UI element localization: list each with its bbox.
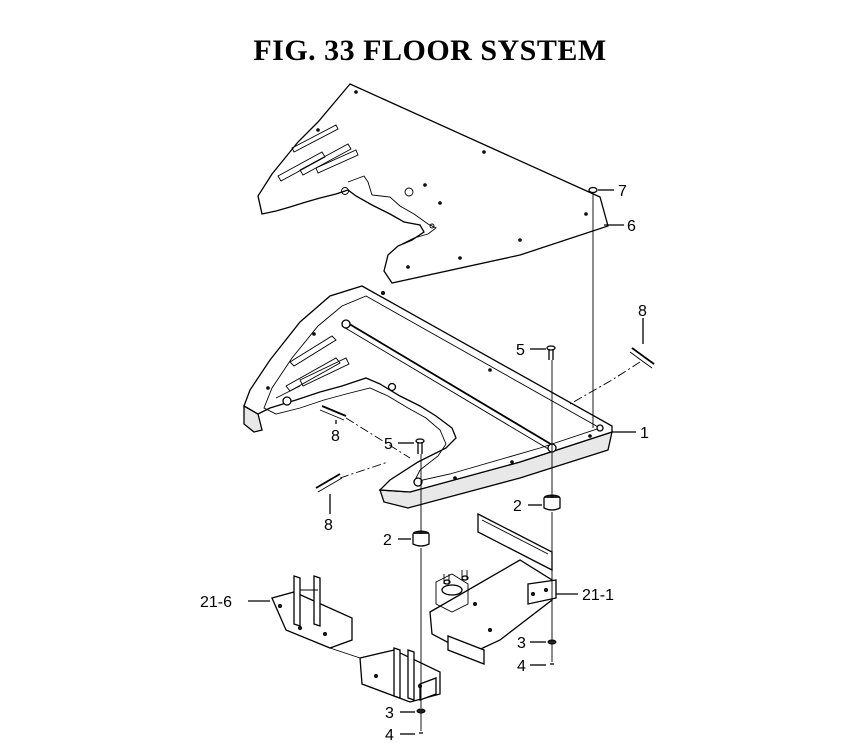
pin-part-8-right — [629, 318, 655, 369]
callout-5-right: 5 — [516, 342, 525, 359]
pin-part-8-left-lower — [315, 473, 343, 514]
callout-21-1: 21-1 — [582, 587, 614, 604]
callout-2-left: 2 — [383, 532, 392, 549]
floor-mat-part-6 — [257, 83, 609, 284]
rubber-mount-part-2-left — [398, 530, 430, 547]
callout-2-right: 2 — [513, 498, 522, 515]
washer-part-3-left — [400, 708, 426, 714]
nut-part-4-left — [400, 732, 423, 735]
callout-3-left: 3 — [385, 705, 394, 722]
callout-21-6: 21-6 — [200, 594, 232, 611]
rubber-mount-part-2-right — [528, 494, 561, 511]
callout-4-left: 4 — [385, 727, 394, 744]
pin-part-8-left-upper — [319, 405, 347, 424]
callout-1: 1 — [640, 425, 649, 442]
fastener-part-7 — [588, 186, 614, 200]
callout-5-left: 5 — [384, 436, 393, 453]
callout-4-right: 4 — [517, 658, 526, 675]
callout-3-right: 3 — [517, 635, 526, 652]
frame-bracket-part-21-6 — [248, 575, 441, 703]
callout-7: 7 — [618, 183, 627, 200]
bolt-part-5-left — [398, 438, 425, 454]
nut-part-4-right — [530, 663, 554, 666]
frame-bracket-part-21-1 — [429, 512, 578, 665]
figure-title: FIG. 33 FLOOR SYSTEM — [253, 34, 607, 67]
bolt-part-5-right — [530, 345, 556, 360]
callout-8-left-upper: 8 — [331, 428, 340, 445]
callout-8-left-lower: 8 — [324, 517, 333, 534]
assembly-center-lines — [339, 200, 641, 731]
callout-6: 6 — [627, 218, 636, 235]
callout-8-right: 8 — [638, 303, 647, 320]
floor-plate-part-1 — [243, 285, 613, 509]
washer-part-3-right — [530, 639, 557, 645]
